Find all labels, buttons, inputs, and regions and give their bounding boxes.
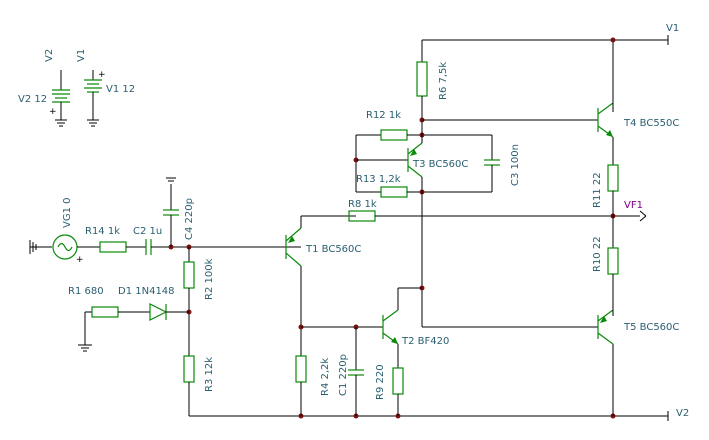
c3-value-label: C3 100n (510, 144, 521, 186)
v1-ref-label: V1 (76, 49, 87, 62)
r4-value-label: R4 2,2k (320, 358, 331, 396)
c2-value-label: C2 1u (133, 226, 162, 237)
v2-value-label: V2 12 (18, 94, 47, 105)
v2-ref-label: V2 (44, 49, 55, 62)
r2-value-label: R2 100k (204, 258, 215, 300)
r10-value-label: R10 22 (592, 236, 603, 272)
v1-net-label: V1 (666, 23, 679, 34)
t1-value-label: T1 BC560C (305, 244, 361, 255)
t3-value-label: T3 BC560C (412, 159, 468, 170)
c4-value-label: C4 220p (184, 198, 195, 240)
r3-value-label: R3 12k (204, 357, 215, 392)
resistor-r12 (356, 129, 492, 141)
resistor-r3 (183, 355, 195, 416)
resistor-r2 (183, 247, 195, 356)
resistor-r11 (607, 164, 619, 248)
v2-rail (189, 411, 669, 421)
r1-value-label: R1 680 (68, 286, 104, 297)
transistor-t4 (597, 102, 614, 165)
resistor-r10 (607, 247, 619, 316)
resistor-r1 (78, 306, 150, 352)
r13-value-label: R13 1,2k (356, 174, 401, 185)
vf1-net-label: VF1 (624, 200, 643, 211)
c1-value-label: C1 220p (338, 354, 349, 396)
resistor-r9 (392, 367, 404, 416)
r11-value-label: R11 22 (592, 172, 603, 208)
transistor-t2 (301, 288, 399, 368)
t2-value-label: T2 BF420 (401, 336, 449, 347)
diode-d1 (149, 303, 189, 321)
transistor-t3 (356, 135, 423, 192)
r6-value-label: R6 7,5k (438, 62, 449, 100)
t5-value-label: T5 BC560C (623, 322, 679, 333)
capacitor-c1 (348, 327, 364, 416)
d1-value-label: D1 1N4148 (118, 286, 175, 297)
resistor-r14 (99, 241, 146, 253)
r12-value-label: R12 1k (366, 110, 401, 121)
battery-v1 (84, 70, 102, 127)
output-terminal-vf1 (639, 210, 647, 222)
signal-source-vg1 (29, 234, 100, 260)
vg1-value-label: VG1 0 (62, 198, 73, 229)
resistor-r6 (416, 61, 598, 135)
r9-value-label: R9 220 (375, 364, 386, 400)
capacitor-c3 (484, 135, 500, 192)
v1-rail (421, 35, 669, 112)
r8-value-label: R8 1k (348, 199, 377, 210)
t4-value-label: T4 BC550C (623, 118, 679, 129)
resistor-r8 (348, 210, 640, 222)
capacitor-c2 (145, 239, 301, 255)
v2-net-label: V2 (676, 408, 689, 419)
v2-plus-sign: + (49, 107, 57, 117)
transistor-t5 (597, 309, 614, 416)
transistor-t1 (285, 215, 356, 356)
resistor-r4 (295, 355, 307, 416)
battery-v2 (52, 70, 70, 127)
r14-value-label: R14 1k (85, 226, 120, 237)
capacitor-c4 (163, 177, 179, 247)
v1-plus-sign: + (98, 70, 106, 80)
bias-chain-wire (398, 192, 598, 328)
vg1-plus-sign: + (76, 255, 84, 265)
v1-value-label: V1 12 (106, 84, 135, 95)
